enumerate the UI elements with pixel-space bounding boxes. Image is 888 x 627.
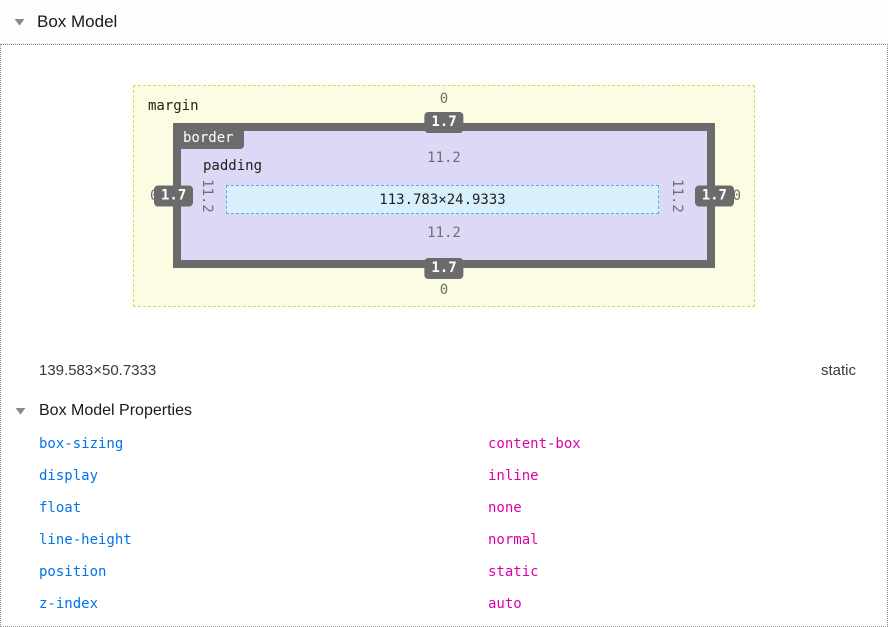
content-box[interactable]: 113.783×24.9333 — [226, 185, 659, 214]
box-model-header[interactable]: Box Model — [0, 0, 888, 44]
properties-list: box-sizing content-box display inline fl… — [1, 428, 887, 620]
content-size-value: 113.783×24.9333 — [379, 191, 506, 208]
property-value[interactable]: inline — [488, 468, 539, 484]
padding-bottom-value[interactable]: 11.2 — [427, 225, 461, 241]
property-value[interactable]: none — [488, 500, 522, 516]
margin-box[interactable]: margin 0 0 0 0 border 1.7 1.7 1.7 1.7 pa… — [133, 85, 755, 307]
margin-top-value[interactable]: 0 — [439, 91, 449, 107]
element-size: 139.583×50.7333 — [39, 361, 157, 379]
border-box[interactable]: border 1.7 1.7 1.7 1.7 padding 11.2 11.2… — [154, 112, 734, 279]
property-name[interactable]: z-index — [39, 596, 99, 612]
padding-top-value[interactable]: 11.2 — [427, 150, 461, 166]
border-bottom-value[interactable]: 1.7 — [424, 258, 464, 279]
property-row[interactable]: display inline — [1, 460, 887, 492]
property-name[interactable]: line-height — [39, 532, 132, 548]
border-left-value[interactable]: 1.7 — [154, 185, 194, 206]
collapse-arrow-icon[interactable] — [14, 18, 25, 26]
padding-right-value[interactable]: 11.2 — [669, 178, 685, 213]
collapse-arrow-icon[interactable] — [15, 407, 26, 415]
padding-left-value[interactable]: 11.2 — [199, 178, 215, 213]
properties-title: Box Model Properties — [39, 401, 192, 419]
property-value[interactable]: auto — [488, 596, 522, 612]
box-model-panel-body: margin 0 0 0 0 border 1.7 1.7 1.7 1.7 pa… — [0, 44, 888, 627]
box-model-properties-header[interactable]: Box Model Properties — [1, 400, 887, 421]
property-row[interactable]: box-sizing content-box — [1, 428, 887, 460]
property-value[interactable]: normal — [488, 532, 539, 548]
property-value[interactable]: content-box — [488, 436, 581, 452]
property-value[interactable]: static — [488, 564, 539, 580]
property-name[interactable]: float — [39, 500, 82, 516]
property-name[interactable]: box-sizing — [39, 436, 124, 452]
border-label: border — [173, 123, 244, 149]
property-row[interactable]: float none — [1, 492, 887, 524]
panel-title: Box Model — [37, 11, 118, 31]
padding-label: padding — [203, 158, 263, 174]
property-row[interactable]: position static — [1, 556, 887, 588]
margin-bottom-value[interactable]: 0 — [439, 282, 449, 298]
margin-label: margin — [148, 98, 199, 114]
margin-right-value[interactable]: 0 — [732, 188, 741, 204]
element-position: static — [820, 361, 856, 379]
property-row[interactable]: line-height normal — [1, 524, 887, 556]
property-name[interactable]: position — [39, 564, 107, 580]
element-summary: 139.583×50.7333 static — [1, 359, 887, 381]
border-top-value[interactable]: 1.7 — [424, 112, 464, 133]
border-right-value[interactable]: 1.7 — [694, 185, 734, 206]
property-row[interactable]: z-index auto — [1, 588, 887, 620]
property-name[interactable]: display — [39, 468, 99, 484]
